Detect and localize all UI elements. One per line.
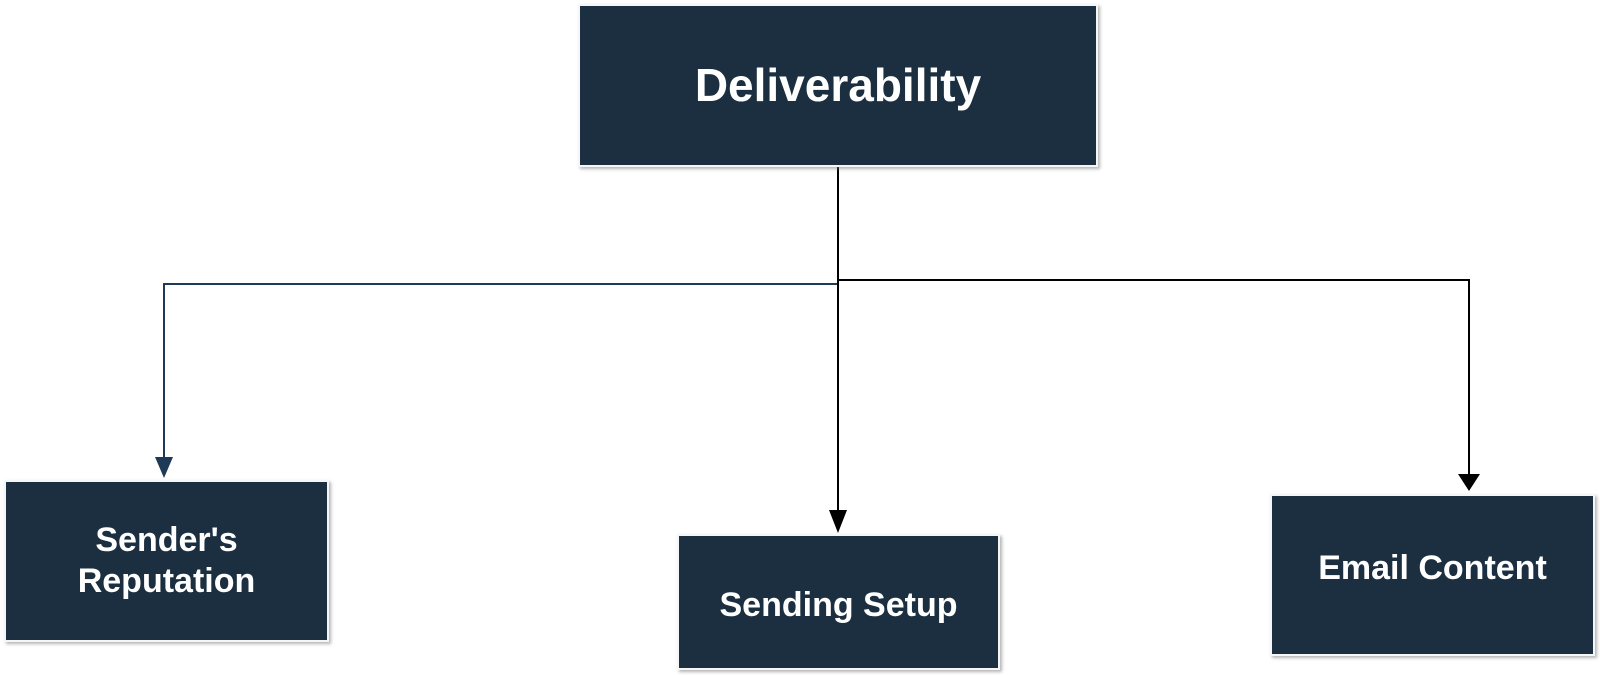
node-deliverability: Deliverability [578, 4, 1098, 167]
arrowhead-sending-setup [829, 510, 847, 533]
node-deliverability-label: Deliverability [694, 59, 982, 112]
connector-to-senders-reputation [163, 283, 838, 463]
node-sending-setup-label: Sending Setup [719, 586, 958, 625]
connector-to-email-content [838, 279, 1470, 480]
node-sending-setup: Sending Setup [677, 534, 1000, 670]
node-senders-reputation-label: Sender's Reputation [77, 520, 256, 600]
arrowhead-email-content [1458, 474, 1480, 491]
node-email-content: Email Content [1270, 494, 1595, 656]
node-email-content-label: Email Content [1318, 549, 1547, 588]
node-senders-reputation: Sender's Reputation [4, 480, 329, 642]
arrowhead-senders-reputation [155, 457, 173, 478]
